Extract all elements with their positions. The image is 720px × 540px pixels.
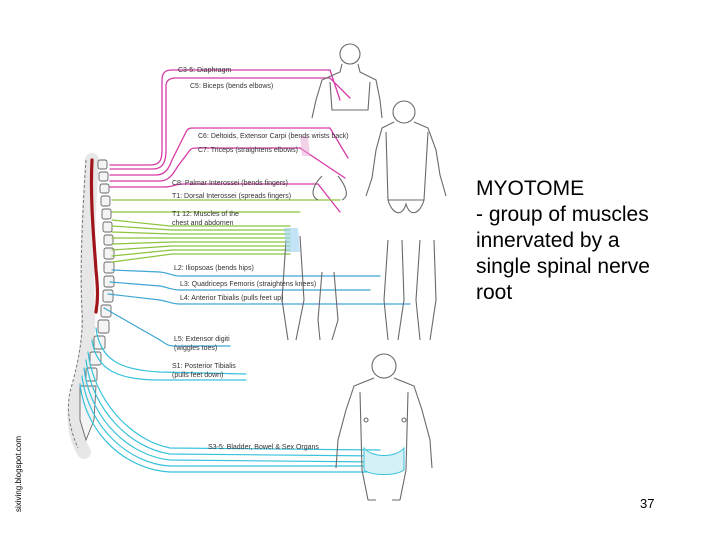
label-l4: L4: Anterior Tibialis (pulls feet up) — [180, 295, 284, 302]
watermark: sixiving.blogspot.com — [14, 435, 23, 512]
label-c8: C8: Palmar Interossei (bends fingers) — [172, 180, 288, 187]
vertebra — [97, 159, 108, 170]
figure-legs — [281, 235, 437, 341]
vertebra — [103, 234, 114, 246]
label-s1-line1: S1: Posterior Tibialis — [172, 363, 236, 370]
caption-line: single spinal nerve — [476, 255, 650, 278]
caption-line: root — [476, 281, 513, 304]
label-t1-12-line1: T1 12: Muscles of the — [172, 211, 239, 218]
myotome-labels: C3-5: Diaphragm C5: Biceps (bends elbows… — [172, 67, 349, 451]
thoracic-roots — [111, 199, 341, 263]
label-l3: L3: Quadriceps Femoris (straightens knee… — [180, 281, 316, 288]
vertebra — [97, 319, 110, 334]
label-c7: C7: Triceps (straightens elbows) — [198, 147, 298, 154]
figure-back — [312, 100, 447, 214]
vertebra — [103, 261, 115, 274]
vertebra — [98, 171, 109, 182]
chest-region — [284, 228, 300, 252]
arm-region-c7 — [300, 136, 310, 156]
spinal-column-outline — [67, 153, 99, 459]
label-t1-12-line2: chest and abdomen — [172, 220, 234, 227]
label-c5: C5: Biceps (bends elbows) — [190, 83, 273, 90]
nerve-roots — [79, 69, 411, 473]
body-figures — [281, 43, 447, 501]
caption-line: MYOTOME — [476, 177, 585, 200]
vertebra — [102, 289, 114, 303]
vertebra — [102, 221, 113, 233]
caption: MYOTOME - group of muscles innervated by… — [476, 176, 696, 306]
lumbar-roots — [103, 269, 411, 347]
sacral-roots — [79, 327, 381, 473]
vertebrae — [79, 159, 115, 442]
vertebra — [100, 195, 111, 207]
label-l5-line2: (wiggles toes) — [174, 345, 217, 352]
label-s3-5: S3-5: Bladder, Bowel & Sex Organs — [208, 444, 319, 451]
figure-lower-front — [335, 353, 433, 501]
figure-upper-front — [311, 43, 383, 119]
spinal-cord — [89, 158, 100, 314]
label-t1: T1: Dorsal Interossei (spreads fingers) — [172, 193, 291, 200]
caption-line: - group of muscles — [476, 203, 649, 226]
label-l5-line1: L5: Extensor digiti — [174, 336, 230, 343]
vertebra — [101, 208, 112, 220]
spine — [67, 153, 115, 459]
label-c3-5: C3-5: Diaphragm — [178, 67, 231, 74]
vertebra — [103, 275, 115, 288]
vertebra — [99, 183, 110, 194]
label-s1-line2: (pulls feet down) — [172, 372, 223, 379]
label-l2: L2: Iliopsoas (bends hips) — [174, 265, 254, 272]
label-c6: C6: Deltoids, Extensor Carpi (bends wris… — [198, 133, 349, 140]
caption-line: innervated by a — [476, 229, 620, 252]
slide-number: 37 — [640, 496, 655, 511]
vertebral-bodies-outline — [67, 159, 87, 449]
cervical-roots — [109, 69, 351, 213]
